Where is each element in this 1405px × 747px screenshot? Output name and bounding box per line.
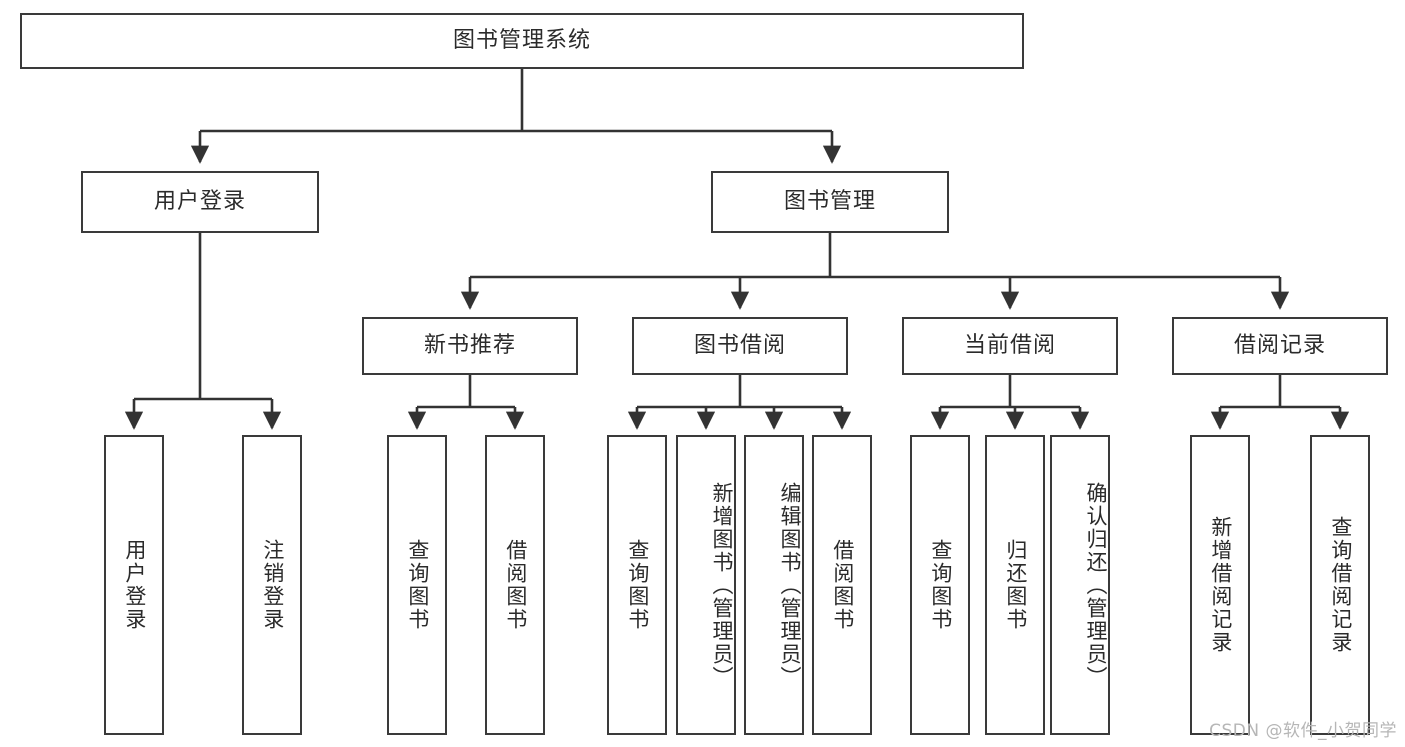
- node-book-management-system[interactable]: 图书管理系统: [20, 13, 1024, 69]
- node-label: 注销登录: [260, 539, 285, 631]
- node-label: 图书管理系统: [452, 27, 591, 53]
- node-book-management[interactable]: 图书管理: [711, 171, 949, 233]
- node-label: 确认归还（管理员）: [1084, 481, 1108, 689]
- node-label: 新书推荐: [423, 332, 516, 358]
- node-label: 编辑图书（管理员）: [778, 481, 802, 689]
- node-label: 新增图书（管理员）: [710, 481, 734, 689]
- node-label: 查询借阅记录: [1328, 516, 1353, 654]
- node-label: 借阅图书: [830, 539, 855, 631]
- node-leaf-query-book-borrow[interactable]: 查询图书: [607, 435, 667, 735]
- node-label: 当前借阅: [963, 332, 1056, 358]
- node-label: 用户登录: [122, 539, 147, 631]
- node-label: 查询图书: [625, 539, 650, 631]
- node-leaf-query-borrow-record[interactable]: 查询借阅记录: [1310, 435, 1370, 735]
- node-leaf-return-book[interactable]: 归还图书: [985, 435, 1045, 735]
- node-user-login[interactable]: 用户登录: [81, 171, 319, 233]
- node-leaf-borrow-book-borrow[interactable]: 借阅图书: [812, 435, 872, 735]
- node-leaf-query-book-recommend[interactable]: 查询图书: [387, 435, 447, 735]
- node-label: 图书借阅: [693, 332, 786, 358]
- node-leaf-add-borrow-record[interactable]: 新增借阅记录: [1190, 435, 1250, 735]
- node-new-book-recommend[interactable]: 新书推荐: [362, 317, 578, 375]
- node-label: 用户登录: [153, 188, 246, 214]
- watermark-text: CSDN @软件_小贺同学: [1209, 721, 1397, 741]
- node-label: 借阅记录: [1233, 332, 1326, 358]
- node-label: 新增借阅记录: [1208, 516, 1233, 654]
- node-leaf-add-book-admin[interactable]: 新增图书（管理员）: [676, 435, 736, 735]
- node-label: 图书管理: [783, 188, 876, 214]
- node-label: 查询图书: [928, 539, 953, 631]
- node-leaf-user-login[interactable]: 用户登录: [104, 435, 164, 735]
- node-book-borrow[interactable]: 图书借阅: [632, 317, 848, 375]
- node-label: 归还图书: [1003, 539, 1028, 631]
- node-leaf-borrow-book-recommend[interactable]: 借阅图书: [485, 435, 545, 735]
- node-borrow-record[interactable]: 借阅记录: [1172, 317, 1388, 375]
- node-label: 查询图书: [405, 539, 430, 631]
- node-current-borrow[interactable]: 当前借阅: [902, 317, 1118, 375]
- node-leaf-logout[interactable]: 注销登录: [242, 435, 302, 735]
- node-leaf-edit-book-admin[interactable]: 编辑图书（管理员）: [744, 435, 804, 735]
- node-leaf-query-book-current[interactable]: 查询图书: [910, 435, 970, 735]
- node-label: 借阅图书: [503, 539, 528, 631]
- node-leaf-confirm-return-admin[interactable]: 确认归还（管理员）: [1050, 435, 1110, 735]
